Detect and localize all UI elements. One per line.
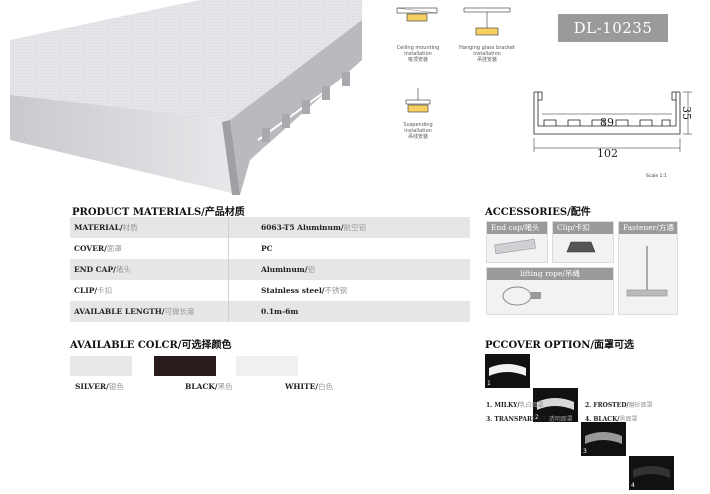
cover-label-milky: 1. MILKY/乳白面罩: [486, 402, 544, 409]
cover-label-black: 4. BLACK/黑面罩: [585, 416, 638, 423]
swatch-white: [236, 356, 298, 376]
color-label-silver: SILVER/银色: [75, 382, 124, 391]
color-label-white: WHITE/白色: [285, 382, 334, 391]
dimension-inner-width: 89: [600, 116, 614, 129]
suspending-icon: [405, 88, 431, 113]
colors-heading: AVAILABLE COLCR/可选择颜色: [70, 340, 232, 351]
ceiling-mount-icon: [396, 7, 438, 22]
hanging-bracket-icon: [463, 7, 511, 36]
table-row: END CAP/堵头 Aluminum/铝: [70, 259, 470, 280]
cover-option-1: 1: [485, 354, 530, 388]
table-row: MATERIAL/材质 6063-T5 Aluminum/航空铝: [70, 217, 470, 238]
cover-label-transparent: 3. TRANSPARENT/透明面罩: [486, 416, 573, 423]
materials-heading: PRODUCT MATERIALS/产品材质: [72, 207, 245, 218]
accessory-lifting-rope: lifting rope/吊绳: [486, 267, 614, 315]
accessory-end-cap: End cap/堵头: [486, 221, 548, 263]
dimension-height: 35: [680, 106, 693, 120]
cover-option-3: 3: [581, 422, 626, 456]
table-row: AVAILABLE LENGTH/可做长度 0.1m-6m: [70, 301, 470, 322]
dimension-outer-width: 102: [597, 147, 618, 160]
table-row: COVER/面罩 PC: [70, 238, 470, 259]
cover-label-frosted: 2. FROSTED/磨砂面罩: [585, 402, 653, 409]
lifting-rope-label: lifting rope/吊绳: [487, 268, 613, 280]
end-cap-label: End cap/堵头: [487, 222, 547, 234]
fastener-icon: [626, 246, 668, 297]
fastener-label: Fastener/方通: [619, 222, 677, 234]
clip-icon: [566, 241, 596, 253]
accessory-clip: Clip/卡扣: [552, 221, 614, 263]
cover-milky-icon: [489, 364, 526, 376]
product-photo: [10, 0, 362, 195]
accessories-heading: ACCESSORIES/配件: [485, 207, 591, 218]
cover-options-heading: PCCOVER OPTION/面罩可选: [485, 340, 634, 351]
swatch-black: [154, 356, 216, 376]
color-label-black: BLACK/黑色: [185, 382, 233, 391]
cover-black-icon: [633, 466, 670, 478]
swatch-silver: [70, 356, 132, 376]
accessory-fastener: Fastener/方通: [618, 221, 678, 315]
clip-label: Clip/卡扣: [553, 222, 613, 234]
cover-transparent-icon: [585, 432, 622, 444]
cover-option-2: 2: [533, 388, 578, 422]
model-badge: DL-10235: [558, 14, 668, 42]
end-cap-icon: [494, 238, 536, 255]
table-row: CLIP/卡扣 Stainless steel/不锈钢: [70, 280, 470, 301]
materials-table: MATERIAL/材质 6063-T5 Aluminum/航空铝 COVER/面…: [70, 217, 470, 322]
scale-note: Scale 1:1: [646, 174, 667, 179]
install-hanging-diagram: [462, 6, 512, 46]
lifting-rope-icon: [502, 286, 541, 306]
cover-option-4: 4: [629, 456, 674, 490]
cover-frosted-icon: [537, 398, 574, 410]
cross-section-drawing: [533, 91, 692, 152]
install-suspend-diagram: [398, 88, 438, 122]
install-ceiling-diagram: [395, 6, 439, 46]
